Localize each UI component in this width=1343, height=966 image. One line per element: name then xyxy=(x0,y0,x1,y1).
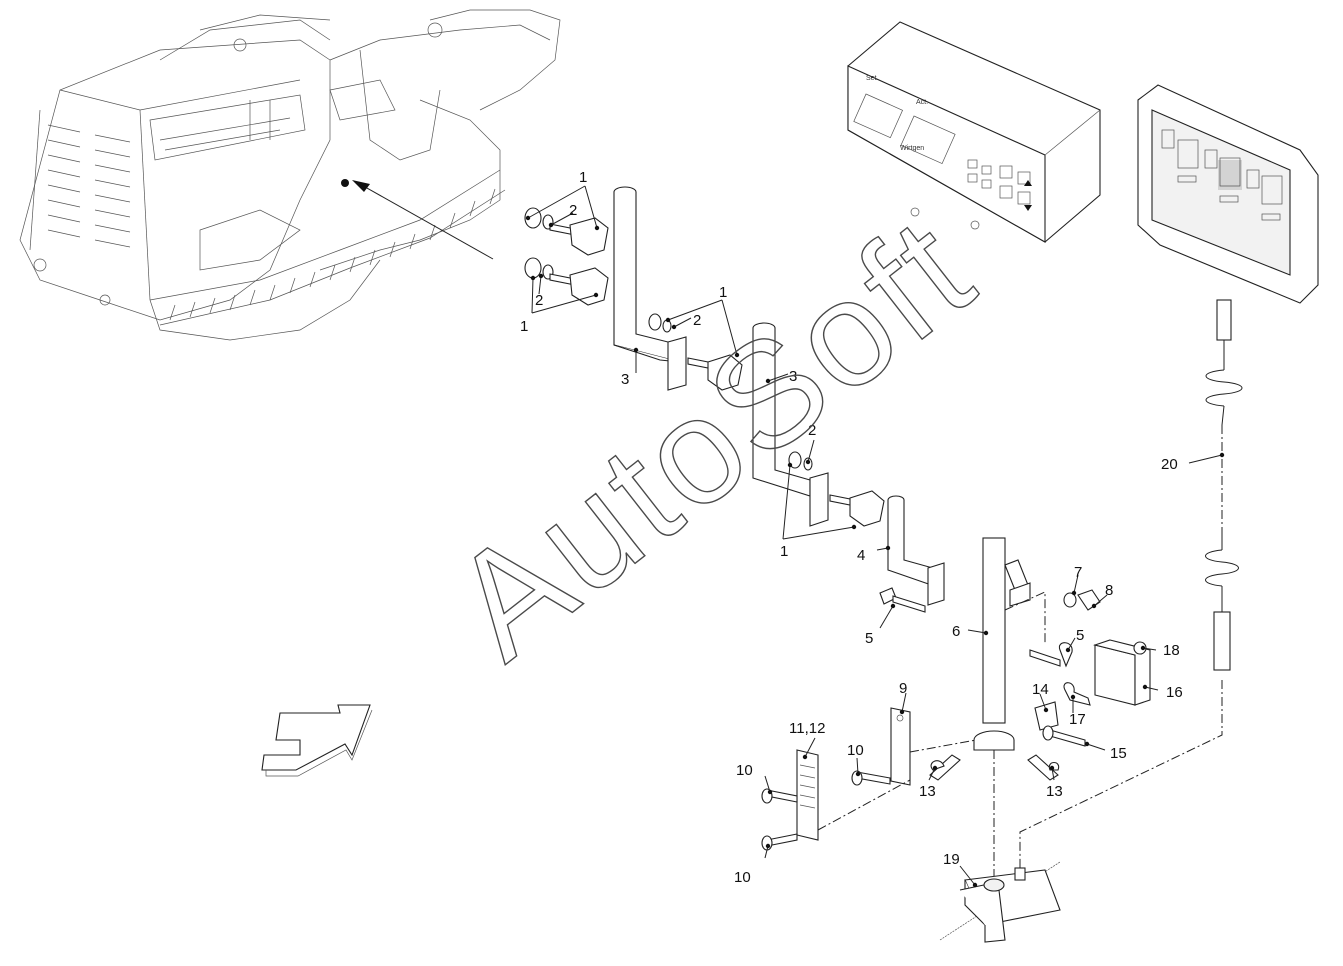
display-brand: Wirtgen xyxy=(900,145,924,152)
callout-2: 2 xyxy=(693,312,701,329)
watermark-text: AutoSoft xyxy=(421,184,1003,690)
display-label-set: Set xyxy=(866,75,877,82)
clamp-group-upper xyxy=(524,207,609,306)
callout-6: 6 xyxy=(952,623,960,640)
machine-drawing xyxy=(19,9,561,341)
small-parts xyxy=(1004,589,1151,747)
callout-1: 1 xyxy=(719,284,727,301)
callout-17: 17 xyxy=(1069,711,1086,728)
callout-13: 13 xyxy=(919,783,936,800)
small-bracket xyxy=(879,495,945,613)
callout-4: 4 xyxy=(857,547,865,564)
callout-19: 19 xyxy=(943,851,960,868)
callout-2: 2 xyxy=(569,202,577,219)
callout-20: 20 xyxy=(1161,456,1178,473)
cable-assembly xyxy=(1019,299,1243,870)
callout-5: 5 xyxy=(865,630,873,647)
display-label-act: Act. xyxy=(916,99,928,106)
callout-13: 13 xyxy=(1046,783,1063,800)
remote-display-unit xyxy=(1137,84,1319,304)
sensor-stand xyxy=(929,537,1060,880)
slope-sensor xyxy=(939,861,1061,943)
callout-14: 14 xyxy=(1032,681,1049,698)
callout-15: 15 xyxy=(1110,745,1127,762)
callout-1: 1 xyxy=(780,543,788,560)
callout-3: 3 xyxy=(621,371,629,388)
callout-11-12: 11,12 xyxy=(789,720,825,737)
callout-10: 10 xyxy=(734,869,751,886)
callout-2: 2 xyxy=(808,422,816,439)
callout-1: 1 xyxy=(579,169,587,186)
callout-18: 18 xyxy=(1163,642,1180,659)
callout-9: 9 xyxy=(899,680,907,697)
mounting-bracket-left xyxy=(613,186,743,391)
mounting-bracket-center xyxy=(752,322,885,527)
callout-7: 7 xyxy=(1074,564,1082,581)
callout-10: 10 xyxy=(847,742,864,759)
callout-3: 3 xyxy=(789,368,797,385)
callout-2: 2 xyxy=(535,292,543,309)
callout-1: 1 xyxy=(520,318,528,335)
callout-dots xyxy=(525,215,1225,888)
callout-8: 8 xyxy=(1105,582,1113,599)
control-display-unit: Set Act. Wirtgen xyxy=(847,21,1101,243)
callout-16: 16 xyxy=(1166,684,1183,701)
leader-lines xyxy=(527,185,1223,886)
callout-10: 10 xyxy=(736,762,753,779)
callouts: 1 2 1 2 1 1 2 3 3 2 4 5 7 8 6 5 18 16 14… xyxy=(520,169,1183,886)
callout-5: 5 xyxy=(1076,627,1084,644)
direction-arrow xyxy=(261,704,373,777)
